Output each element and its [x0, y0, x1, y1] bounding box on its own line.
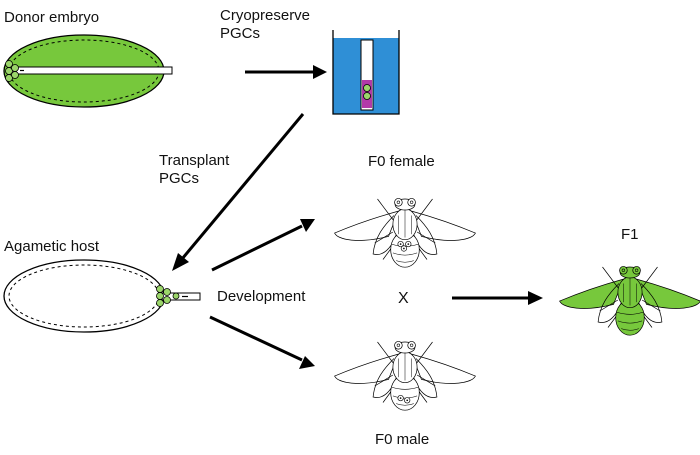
- cryo-vial: [332, 30, 400, 115]
- donor-embryo-label: Donor embryo: [4, 9, 100, 26]
- f0-female-label: F0 female: [368, 153, 435, 170]
- arrow-to-female: [211, 219, 315, 272]
- transplant-label: Transplant PGCs: [159, 152, 230, 187]
- f0-female-fly: [334, 198, 476, 268]
- host-embryo: [3, 259, 201, 333]
- arrow-transplant: [172, 113, 305, 271]
- f0-male-label: F0 male: [375, 431, 430, 448]
- agametic-host-label: Agametic host: [4, 238, 100, 255]
- f1-fly: [559, 266, 700, 336]
- arrow-cryopreserve: [245, 65, 327, 79]
- cryopreserve-label: Cryopreserve PGCs: [220, 7, 311, 42]
- donor-embryo: [3, 34, 173, 108]
- f0-male-fly: [334, 341, 476, 411]
- arrow-to-male: [209, 315, 315, 369]
- f1-label: F1: [621, 226, 639, 243]
- arrow-to-f1: [452, 291, 543, 305]
- cross-symbol: X: [398, 290, 409, 307]
- development-label: Development: [217, 288, 306, 305]
